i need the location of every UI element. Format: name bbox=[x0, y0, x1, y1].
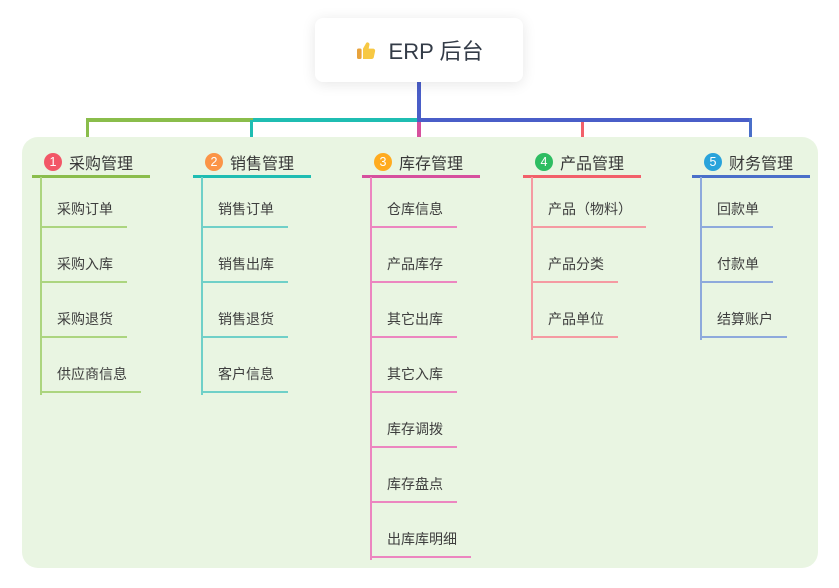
child-node[interactable]: 销售出库 bbox=[201, 254, 288, 283]
branch-underline-3 bbox=[362, 175, 480, 178]
branch-badge-2: 2 bbox=[205, 152, 223, 171]
child-node[interactable]: 产品分类 bbox=[531, 254, 618, 283]
child-node[interactable]: 采购订单 bbox=[40, 199, 127, 228]
connector-horizontal-blue bbox=[417, 118, 752, 122]
child-node[interactable]: 库存盘点 bbox=[370, 474, 457, 503]
branch-stub-3 bbox=[417, 122, 421, 146]
branch-label-4: 产品管理 bbox=[560, 155, 625, 173]
children-column-sales: 销售订单 销售出库 销售退货 客户信息 bbox=[193, 173, 288, 395]
child-node[interactable]: 采购入库 bbox=[40, 254, 127, 283]
children-column-finance: 回款单 付款单 结算账户 bbox=[692, 173, 787, 340]
child-node[interactable]: 销售退货 bbox=[201, 309, 288, 338]
child-node[interactable]: 产品（物料） bbox=[531, 199, 646, 228]
child-node[interactable]: 结算账户 bbox=[700, 309, 787, 338]
child-node[interactable]: 其它入库 bbox=[370, 364, 457, 393]
branch-label-3: 库存管理 bbox=[399, 155, 464, 173]
child-node[interactable]: 供应商信息 bbox=[40, 364, 141, 393]
branch-badge-5: 5 bbox=[704, 152, 722, 171]
branch-underline-1 bbox=[32, 175, 150, 178]
branch-label-5: 财务管理 bbox=[729, 155, 794, 173]
child-node[interactable]: 仓库信息 bbox=[370, 199, 457, 228]
branch-header-purchase[interactable]: 1 采购管理 bbox=[32, 148, 194, 175]
connector-horizontal-green bbox=[86, 118, 253, 122]
children-column-purchase: 采购订单 采购入库 采购退货 供应商信息 bbox=[32, 173, 141, 395]
branch-label-2: 销售管理 bbox=[230, 155, 295, 173]
child-vline-5 bbox=[700, 177, 702, 340]
branch-underline-5 bbox=[692, 175, 810, 178]
child-node[interactable]: 出库库明细 bbox=[370, 529, 471, 558]
branch-stub-4 bbox=[581, 122, 584, 146]
child-node[interactable]: 客户信息 bbox=[201, 364, 288, 393]
child-node[interactable]: 付款单 bbox=[700, 254, 773, 283]
child-vline-3 bbox=[370, 177, 372, 560]
branch-stub-5 bbox=[749, 118, 752, 146]
child-node[interactable]: 销售订单 bbox=[201, 199, 288, 228]
branch-header-inventory[interactable]: 3 库存管理 bbox=[362, 148, 524, 175]
branch-underline-4 bbox=[523, 175, 641, 178]
child-node[interactable]: 回款单 bbox=[700, 199, 773, 228]
child-node[interactable]: 其它出库 bbox=[370, 309, 457, 338]
root-node[interactable]: ERP 后台 bbox=[315, 18, 523, 82]
children-column-product: 产品（物料） 产品分类 产品单位 bbox=[523, 173, 646, 340]
branch-header-finance[interactable]: 5 财务管理 bbox=[692, 148, 839, 175]
thumbs-up-icon bbox=[355, 38, 379, 62]
branch-header-product[interactable]: 4 产品管理 bbox=[523, 148, 685, 175]
child-vline-4 bbox=[531, 177, 533, 340]
connector-horizontal-teal bbox=[253, 118, 417, 122]
branches-panel bbox=[22, 137, 818, 568]
branch-underline-2 bbox=[193, 175, 311, 178]
child-vline-2 bbox=[201, 177, 203, 395]
branch-stub-1 bbox=[86, 118, 89, 146]
child-node[interactable]: 产品单位 bbox=[531, 309, 618, 338]
connector-root-vertical bbox=[417, 82, 421, 120]
branch-badge-3: 3 bbox=[374, 152, 392, 171]
root-node-label: ERP 后台 bbox=[388, 39, 484, 64]
child-node[interactable]: 采购退货 bbox=[40, 309, 127, 338]
branch-stub-2 bbox=[250, 120, 253, 146]
child-node[interactable]: 库存调拨 bbox=[370, 419, 457, 448]
branch-header-sales[interactable]: 2 销售管理 bbox=[193, 148, 355, 175]
branch-label-1: 采购管理 bbox=[69, 155, 134, 173]
children-column-inventory: 仓库信息 产品库存 其它出库 其它入库 库存调拨 库存盘点 出库库明细 bbox=[362, 173, 471, 560]
child-node[interactable]: 产品库存 bbox=[370, 254, 457, 283]
child-vline-1 bbox=[40, 177, 42, 395]
branch-badge-4: 4 bbox=[535, 152, 553, 171]
branch-badge-1: 1 bbox=[44, 152, 62, 171]
